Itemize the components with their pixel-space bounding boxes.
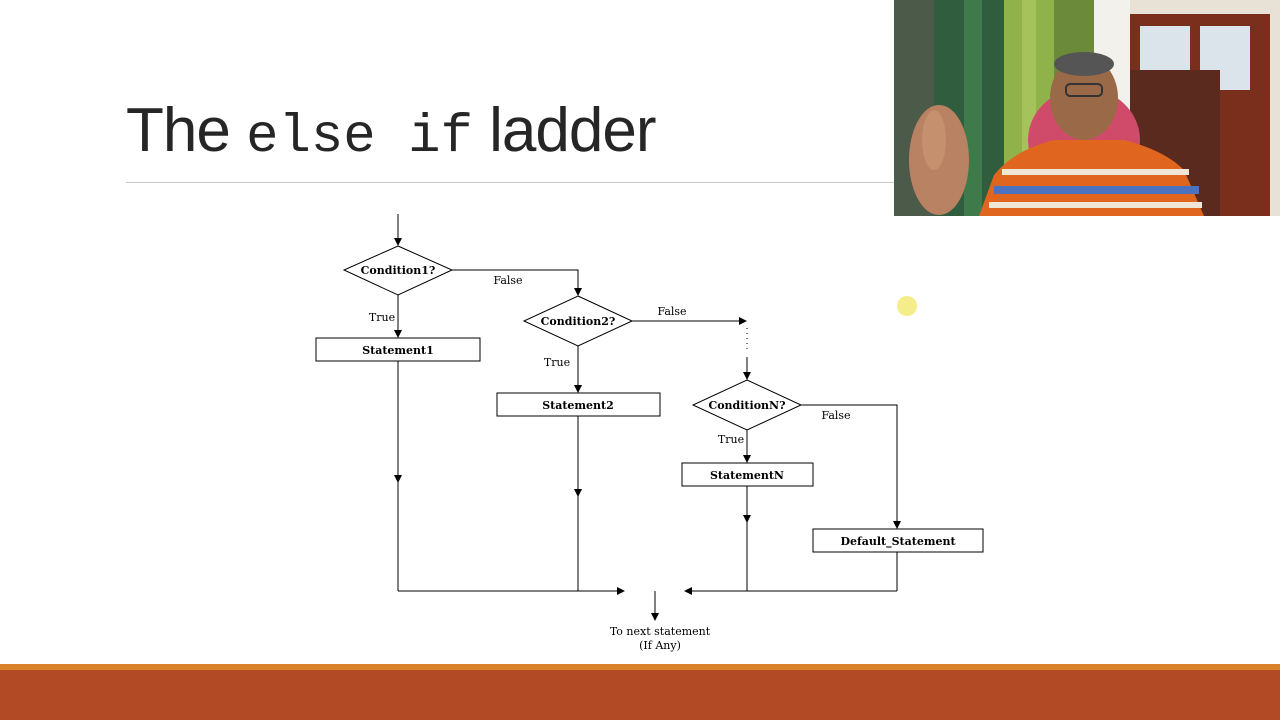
true2-label: True: [544, 356, 570, 369]
slide-title: The else if ladder: [126, 100, 657, 168]
true1-label: True: [369, 311, 395, 324]
false1-arrow: [452, 269, 582, 296]
statement1-label: Statement1: [362, 344, 434, 357]
end-label-line1: To next statement: [610, 625, 711, 638]
statement2-label: Statement2: [542, 399, 614, 412]
statementN-label: StatementN: [710, 469, 784, 482]
title-word-the: The: [126, 96, 231, 165]
condition1-label: Condition1?: [361, 264, 436, 277]
laser-pointer: [897, 296, 917, 316]
end-label-line2: (If Any): [639, 639, 681, 652]
false2-label: False: [657, 305, 686, 318]
condition2-label: Condition2?: [541, 315, 616, 328]
webcam-presenter-image: [894, 0, 1280, 216]
conditionN-label: ConditionN?: [708, 399, 785, 412]
footer-bar: [0, 670, 1280, 720]
title-code: else if: [246, 107, 473, 168]
title-underline: [126, 182, 894, 183]
false1-label: False: [493, 274, 522, 287]
trueN-label: True: [718, 433, 744, 446]
title-word-ladder: ladder: [489, 96, 656, 165]
footer-accent-line: [0, 664, 1280, 670]
default-statement-box: [812, 528, 984, 553]
default-statement-label: Default_Statement: [840, 535, 956, 549]
falseN-label: False: [821, 409, 850, 422]
webcam-video: [894, 0, 1280, 216]
falseN-arrow: [801, 404, 901, 529]
